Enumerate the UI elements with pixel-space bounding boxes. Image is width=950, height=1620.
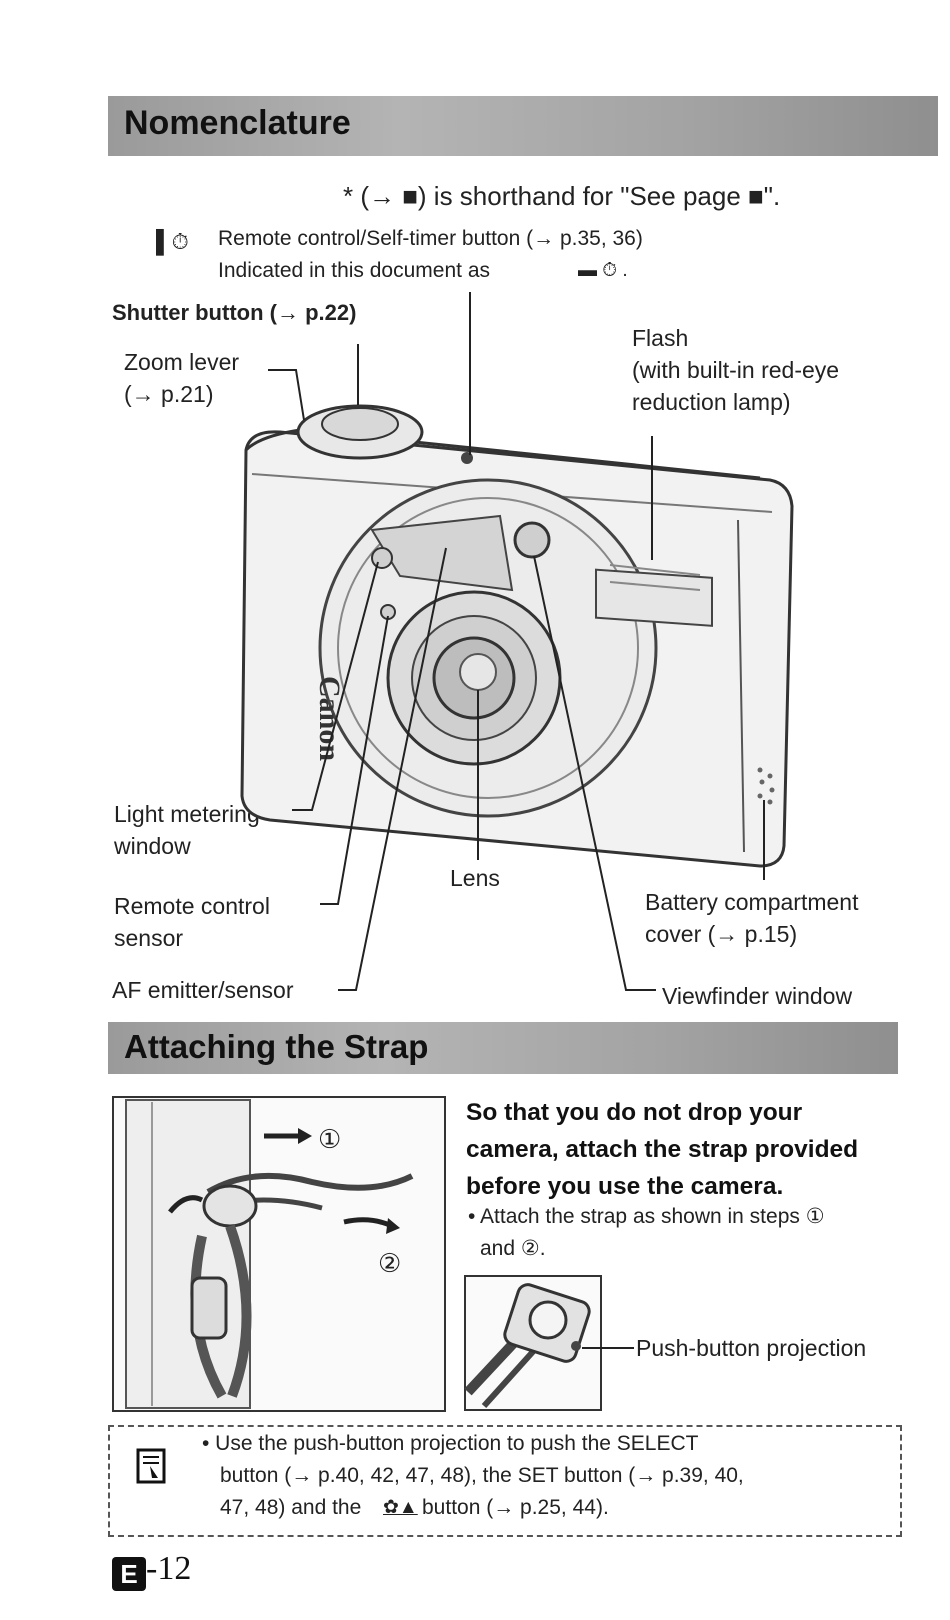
zoom-lever-page: (→ p.21)	[124, 381, 214, 407]
lens-label: Lens	[450, 865, 500, 891]
remote-sensor-label-2: sensor	[114, 925, 184, 951]
nomenclature-header-bar	[108, 96, 938, 156]
strap-illustration: ① ②	[112, 1096, 446, 1412]
viewfinder-label: Viewfinder window	[662, 983, 853, 1009]
strap-title: Attaching the Strap	[124, 1028, 429, 1065]
strap-bullet-line2: and ②.	[480, 1237, 546, 1260]
shutter-button-label: Shutter button (→ p.22)	[112, 300, 357, 325]
camera-brand-logo: Canon	[313, 676, 346, 761]
battery-cover-page: cover (→ p.15)	[645, 921, 798, 947]
push-button-illustration	[464, 1275, 634, 1411]
remote-button-description: Remote control/Self-timer button (→ p.35…	[218, 227, 643, 250]
remote-button-indicated: Indicated in this document as	[218, 259, 490, 282]
macro-button-icon: ✿▲	[383, 1497, 418, 1518]
shorthand-note: * (→ ■) is shorthand for "See page ■".	[343, 181, 781, 211]
page-number-value: -12	[146, 1550, 192, 1587]
note-line2: button (→ p.40, 42, 47, 48), the SET but…	[220, 1464, 744, 1487]
camera-illustration: Canon	[240, 292, 794, 991]
strap-step2-marker: ②	[378, 1249, 401, 1279]
note-box	[108, 1425, 902, 1537]
zoom-lever-label: Zoom lever	[124, 349, 240, 375]
push-button-label: Push-button projection	[636, 1335, 867, 1361]
nomenclature-title: Nomenclature	[124, 104, 351, 142]
page-number: E-12	[112, 1550, 191, 1591]
strap-step1-marker: ①	[318, 1125, 341, 1155]
strap-bullet-line1: • Attach the strap as shown in steps ①	[468, 1205, 825, 1228]
note-line1: • Use the push-button projection to push…	[202, 1432, 699, 1455]
memo-icon	[136, 1448, 166, 1484]
flash-label: Flash	[632, 325, 689, 351]
language-badge: E	[112, 1557, 146, 1591]
remote-symbol-icon: ▬ ⏱ .	[578, 260, 628, 281]
note-line3-end: button (→ p.25, 44).	[422, 1496, 609, 1519]
af-emitter-label: AF emitter/sensor	[112, 977, 294, 1003]
strap-intro-line1: So that you do not drop your	[466, 1099, 803, 1126]
light-metering-label-2: window	[114, 833, 191, 859]
strap-intro-line3: before you use the camera.	[466, 1173, 784, 1200]
flash-label-detail1: (with built-in red-eye	[632, 357, 840, 383]
strap-header-bar	[108, 1022, 898, 1074]
flash-label-detail2: reduction lamp)	[632, 389, 791, 415]
battery-cover-label: Battery compartment	[645, 889, 859, 915]
note-line3: 47, 48) and the	[220, 1496, 362, 1519]
remote-sensor-label: Remote control	[114, 893, 270, 919]
light-metering-label: Light metering	[114, 801, 260, 827]
strap-intro-line2: camera, attach the strap provided	[466, 1136, 859, 1163]
remote-self-timer-icon: ▌⏱	[156, 229, 189, 254]
